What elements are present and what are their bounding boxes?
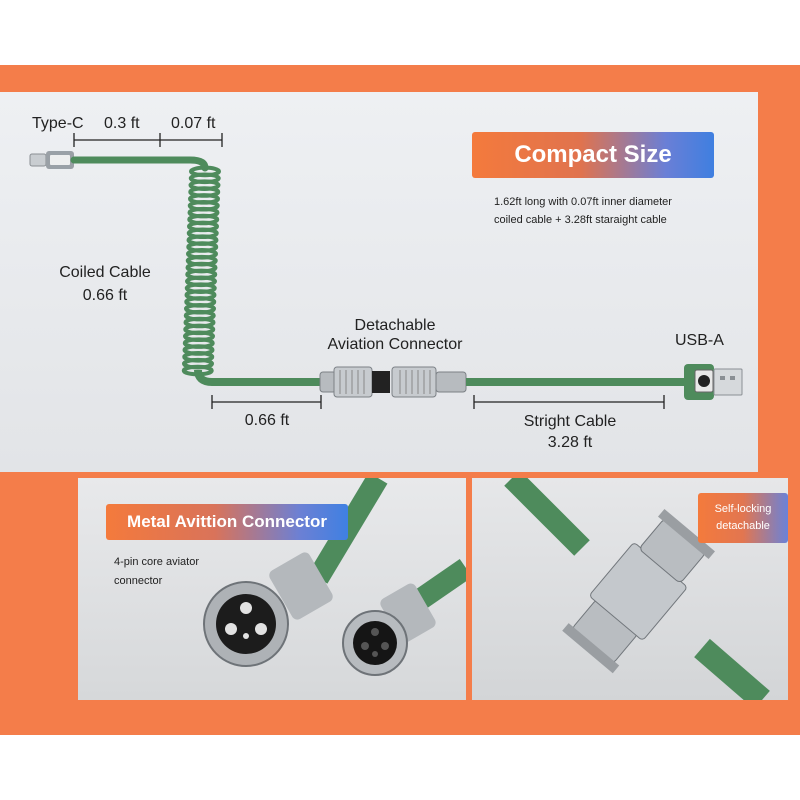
connector-closeup — [203, 478, 466, 676]
dimension-line-top — [73, 133, 223, 147]
locked-connector — [504, 478, 770, 700]
dimension-0-07-ft: 0.07 ft — [171, 115, 216, 132]
connector-label-line2: Aviation Connector — [327, 336, 463, 353]
straight-cable-label: Stright Cable — [523, 413, 617, 430]
compact-size-desc-line2: coiled cable + 3.28ft staraight cable — [494, 214, 667, 226]
usb-a-label: USB-A — [675, 332, 724, 349]
usb-a-connector — [684, 364, 743, 400]
compact-size-badge: Compact Size — [472, 132, 714, 178]
metal-connector-desc-line1: 4-pin core aviator — [114, 556, 199, 568]
metal-connector-desc-line2: connector — [114, 575, 163, 587]
compact-size-desc-line1: 1.62ft long with 0.07ft inner diameter — [494, 196, 672, 208]
type-c-connector — [29, 151, 74, 169]
metal-connector-badge: Metal Avittion Connector — [106, 504, 348, 540]
locked-coupler — [562, 508, 715, 674]
straight-cable — [466, 378, 688, 386]
cable-diagram — [29, 133, 743, 409]
dimension-0-3-ft: 0.3 ft — [104, 115, 140, 132]
dimension-line-straight — [473, 395, 665, 409]
coiled-cable-label: Coiled Cable — [59, 264, 151, 281]
coiled-cable-length: 0.66 ft — [82, 287, 128, 304]
self-locking-line1: Self-locking — [714, 503, 772, 515]
self-locking-badge: Self-locking detachable — [698, 493, 788, 543]
connector-label-line1: Detachable — [354, 317, 436, 334]
coiled-cable — [181, 165, 221, 377]
self-locking-line2: detachable — [716, 520, 770, 532]
female-socket — [342, 583, 436, 676]
dimension-line-bottom-coil — [211, 395, 322, 409]
type-c-label: Type-C — [32, 115, 84, 132]
straight-cable-length: 3.28 ft — [547, 434, 593, 451]
dimension-0-66-ft: 0.66 ft — [244, 412, 290, 429]
male-plug — [203, 552, 333, 667]
aviation-connector — [319, 366, 467, 398]
